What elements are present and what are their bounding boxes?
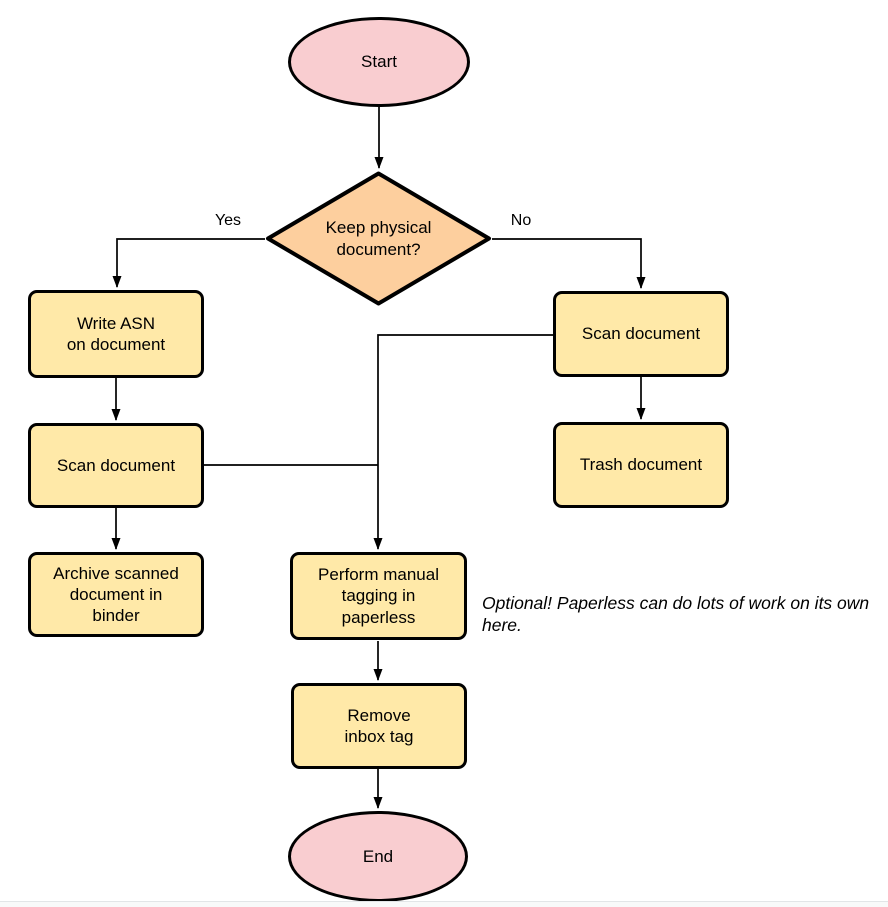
node-archive-label: Archive scanned document in binder xyxy=(53,563,179,626)
node-manual-tagging: Perform manual tagging in paperless xyxy=(290,552,467,640)
node-trash-label: Trash document xyxy=(579,455,703,475)
node-start-label: Start xyxy=(361,52,397,72)
node-end-label: End xyxy=(362,846,394,866)
diamond-icon xyxy=(266,171,491,306)
node-scan-left-label: Scan document xyxy=(56,455,176,475)
node-tagging-label: Perform manual tagging in paperless xyxy=(318,565,439,627)
node-write-asn-label: Write ASN on document xyxy=(66,313,166,354)
node-archive-binder: Archive scanned document in binder xyxy=(28,552,204,637)
edge-label-yes: Yes xyxy=(212,212,244,230)
node-decision: Keep physical document? xyxy=(265,171,492,306)
node-end: End xyxy=(288,811,468,902)
node-scan-right-label: Scan document xyxy=(581,324,701,344)
edge-scanright-to-tagging xyxy=(373,334,553,550)
node-scan-document-right: Scan document xyxy=(553,291,729,377)
page-divider xyxy=(0,901,888,907)
optional-note: Optional! Paperless can do lots of work … xyxy=(482,593,870,636)
edge-decision-yes xyxy=(112,238,265,288)
node-remove-inbox-label: Remove inbox tag xyxy=(344,705,414,746)
node-write-asn: Write ASN on document xyxy=(28,290,204,378)
node-scan-document-left: Scan document xyxy=(28,423,204,508)
node-trash-document: Trash document xyxy=(553,422,729,508)
edge-decision-no xyxy=(492,238,646,289)
edge-label-no: No xyxy=(508,212,534,230)
node-remove-inbox-tag: Remove inbox tag xyxy=(291,683,467,769)
node-decision-label: Keep physical document? xyxy=(325,218,432,259)
node-start: Start xyxy=(288,17,470,107)
